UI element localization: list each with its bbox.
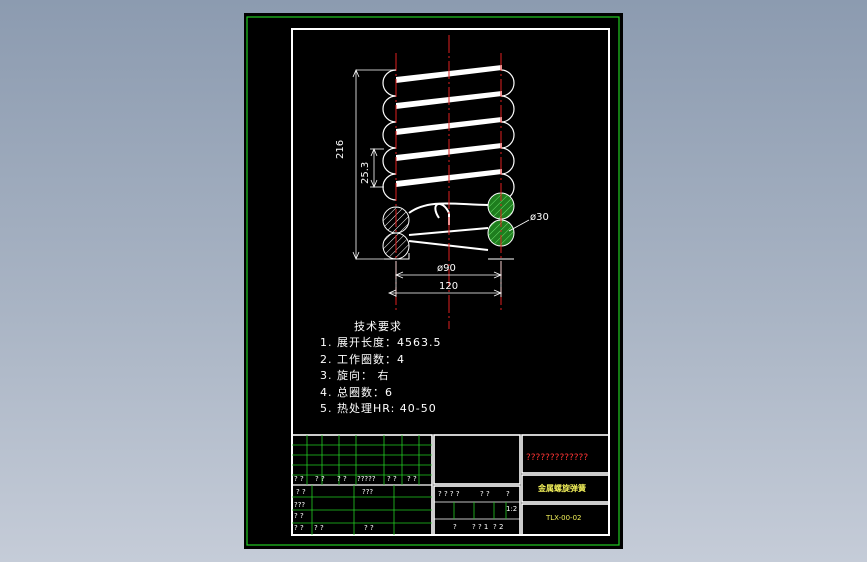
revision-field: ?????	[357, 475, 376, 483]
revision-field: ? ?	[407, 475, 417, 483]
signature-field: ? ?	[314, 524, 324, 532]
requirement-item: 4. 总圈数：6	[320, 386, 393, 399]
dim-overall-height: 216	[335, 139, 346, 159]
revision-field: ? ?	[315, 475, 325, 483]
drawing-sheet: 216 25.3 ø30 ø90 120 技术要求 1. 展开长度：4563.5…	[244, 13, 623, 549]
spring-outline-right	[500, 69, 515, 201]
requirement-item: 3. 旋向： 右	[320, 369, 390, 382]
outer-frame	[246, 16, 620, 546]
signature-field: ? ?	[364, 524, 374, 532]
company-name: ?????????????	[526, 453, 589, 463]
scale: 1:2	[506, 505, 518, 513]
title-field: ? ? 1	[472, 523, 489, 531]
signature-field: ???	[362, 488, 374, 496]
title-field: ? ?	[480, 490, 490, 498]
title-field: ?	[453, 523, 457, 531]
requirements-title: 技术要求	[354, 320, 402, 333]
part-name: 金属螺旋弹簧	[538, 484, 586, 493]
dim-outer-diameter: 120	[439, 281, 459, 292]
title-field: ?	[506, 490, 510, 498]
revision-field: ? ?	[387, 475, 397, 483]
dimension-lines	[352, 68, 530, 297]
dim-wire-diameter: ø30	[530, 212, 549, 223]
requirement-item: 1. 展开长度：4563.5	[320, 336, 442, 349]
revision-field: ? ?	[294, 475, 304, 483]
requirement-item: 2. 工作圈数：4	[320, 353, 405, 366]
revision-field: ? ?	[337, 475, 347, 483]
requirement-item: 5. 热处理HR: 40-50	[320, 402, 437, 415]
dim-pitch: 25.3	[360, 161, 371, 184]
drawing-number: TLX-00-02	[546, 514, 582, 522]
signature-field: ? ?	[294, 524, 304, 532]
title-field: ? 2	[493, 523, 504, 531]
dim-inner-diameter: ø90	[437, 263, 456, 274]
signature-field: ? ?	[294, 512, 304, 520]
spring-outline-left	[382, 69, 397, 201]
title-block-grid	[292, 435, 507, 535]
signature-field: ? ?	[296, 488, 306, 496]
drawing-canvas	[246, 16, 620, 546]
title-field: ? ? ? ?	[438, 490, 460, 498]
signature-field: ???	[294, 501, 306, 509]
